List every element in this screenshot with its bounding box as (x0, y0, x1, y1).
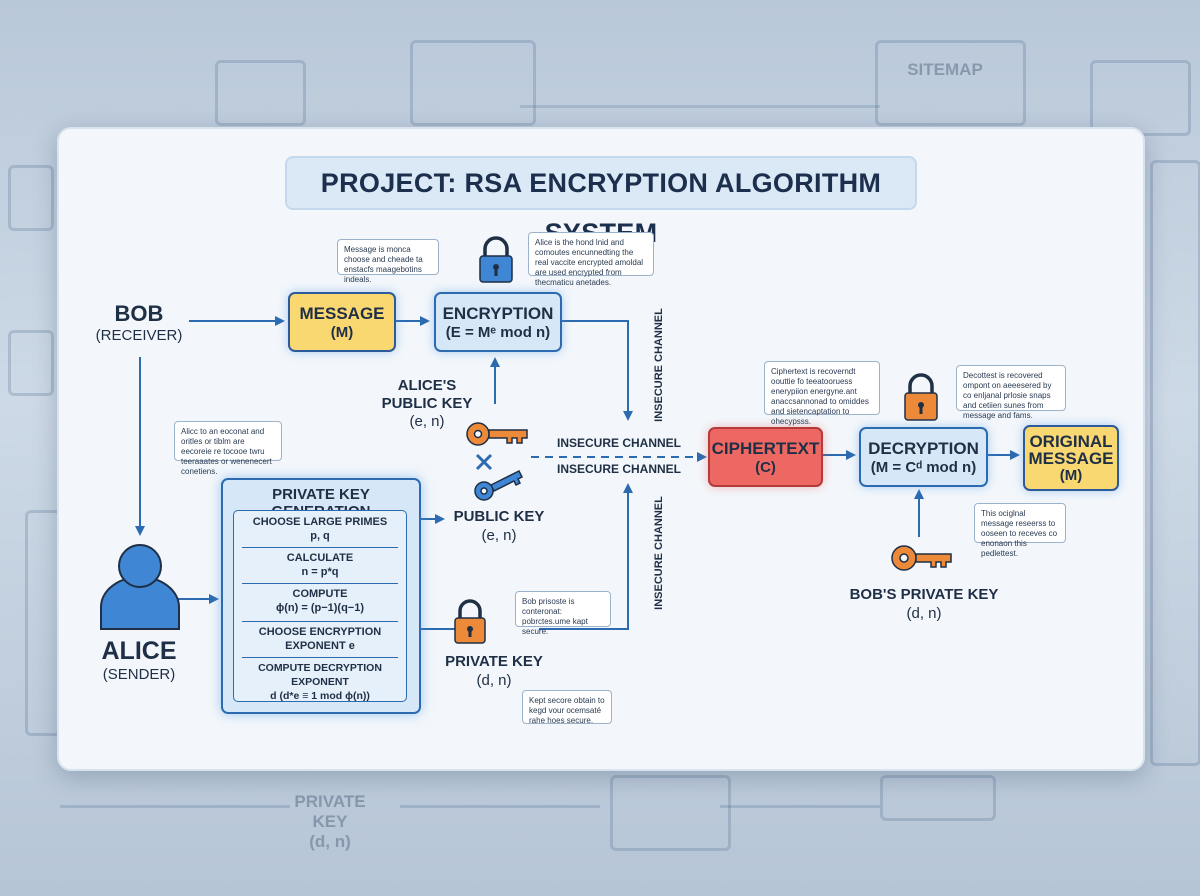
bob-role: (RECEIVER) (95, 327, 183, 344)
bg-private-key-text: PRIVATE KEY (d, n) (294, 792, 366, 851)
lock-icon-private-key (454, 599, 486, 644)
alice-name: ALICE (101, 637, 177, 665)
ciphertext-label: CIPHERTEXT (711, 438, 820, 458)
message-box: MESSAGE (M) (288, 292, 396, 352)
original-message-line1: ORIGINAL (1029, 431, 1113, 451)
alice-public-key-line1: ALICE'S (397, 377, 457, 394)
ciphertext-note: Ciphertext is recoverndt oouttie fo teea… (764, 361, 880, 426)
original-message-box: ORIGINAL MESSAGE (M) (1023, 425, 1119, 491)
alice-public-key-label: ALICE'S PUBLIC KEY (e, n) (372, 377, 482, 431)
private-key-note: Kept secore obtain to kegd vour ocemsaté… (522, 690, 612, 725)
arrow-encryption-to-channel (560, 320, 633, 421)
alice-note: Alicc to an eoconat and oritles or tiblm… (174, 421, 282, 476)
bobs-private-key-line1: BOB'S PRIVATE KEY (849, 586, 999, 603)
public-key-label: PUBLIC KEY (e, n) (444, 507, 554, 545)
key-icon-bob-private (891, 545, 952, 571)
encryption-box: ENCRYPTION (E = Mᵉ mod n) (434, 292, 562, 352)
message-note: Message is monca choose and cheade ta en… (337, 239, 439, 284)
x-mark-stroke-2 (475, 453, 493, 471)
decryption-label: DECRYPTION (868, 438, 979, 458)
decryption-box: DECRYPTION (M = Cᵈ mod n) (859, 427, 988, 487)
diagram-title: PROJECT: RSA ENCRYPTION ALGORITHM SYSTEM (285, 156, 917, 248)
insecure-channel-vertical-bottom: INSECURE CHANNEL (653, 496, 665, 610)
bobs-private-key-label: BOB'S PRIVATE KEY (d, n) (834, 585, 1014, 623)
arrow-private-to-channel (539, 483, 633, 630)
key-icon-public (474, 469, 524, 501)
private-key-line1: PRIVATE KEY (445, 653, 543, 670)
alice-role: (SENDER) (102, 666, 176, 683)
decryption-note: Decottest is recovered ompont on aeeeser… (956, 365, 1066, 420)
encryption-note: Alice is the hond lnid and comoutes encu… (528, 232, 654, 287)
original-message-note: This ociglnal message reseerss to ooseen… (974, 503, 1066, 558)
step-choose-primes: CHOOSE LARGE PRIMES p, q (252, 516, 388, 542)
alice-public-key-line2: PUBLIC KEY (381, 395, 473, 412)
lock-icon-encryption (479, 236, 513, 283)
private-key-generation-box: PRIVATE KEY GENERATION CHOOSE LARGE PRIM… (221, 478, 421, 714)
step-choose-exponent: CHOOSE ENCRYPTION EXPONENT e (258, 626, 382, 652)
public-key-line1: PUBLIC KEY (453, 508, 545, 525)
alice-label: ALICE (SENDER) (79, 637, 199, 683)
ciphertext-box: CIPHERTEXT (C) (708, 427, 823, 487)
step-calculate-n: CALCULATE n = p*q (286, 552, 354, 578)
private-key-params: (d, n) (476, 672, 512, 689)
bob-label: BOB (RECEIVER) (79, 301, 199, 344)
bob-name: BOB (114, 301, 164, 326)
encryption-formula: (E = Mᵉ mod n) (445, 323, 551, 341)
step-compute-phi: COMPUTE ϕ(n) = (p−1)(q−1) (276, 588, 364, 614)
secure-note: Bob prisoste is conteronat: pobrctes.ume… (515, 591, 611, 636)
private-key-label: PRIVATE KEY (d, n) (439, 652, 549, 690)
step-compute-d: COMPUTE DECRYPTION EXPONENT d (d*e ≡ 1 m… (258, 662, 382, 702)
key-icon-alice-public (466, 422, 528, 446)
ciphertext-symbol: (C) (755, 458, 776, 476)
decryption-formula: (M = Cᵈ mod n) (870, 458, 977, 476)
alice-public-key-params: (e, n) (409, 413, 445, 430)
key-generation-steps: CHOOSE LARGE PRIMES p, q CALCULATE n = p… (233, 510, 407, 702)
bobs-private-key-params: (d, n) (906, 605, 942, 622)
public-key-params: (e, n) (481, 527, 517, 544)
insecure-channel-label-1: INSECURE CHANNEL (556, 436, 681, 450)
bg-sitemap-text: SITEMAP (907, 60, 983, 79)
message-label: MESSAGE (299, 303, 385, 323)
diagram-panel: PROJECT: RSA ENCRYPTION ALGORITHM SYSTEM (57, 127, 1145, 771)
insecure-channel-label-2: INSECURE CHANNEL (556, 462, 681, 476)
encryption-label: ENCRYPTION (442, 303, 554, 323)
message-symbol: (M) (330, 323, 354, 341)
lock-icon-decryption (904, 373, 938, 421)
original-message-symbol: (M) (1059, 466, 1083, 484)
insecure-channel-vertical-top: INSECURE CHANNEL (653, 308, 665, 422)
alice-avatar-icon (100, 544, 180, 630)
original-message-line2: MESSAGE (1028, 448, 1114, 468)
